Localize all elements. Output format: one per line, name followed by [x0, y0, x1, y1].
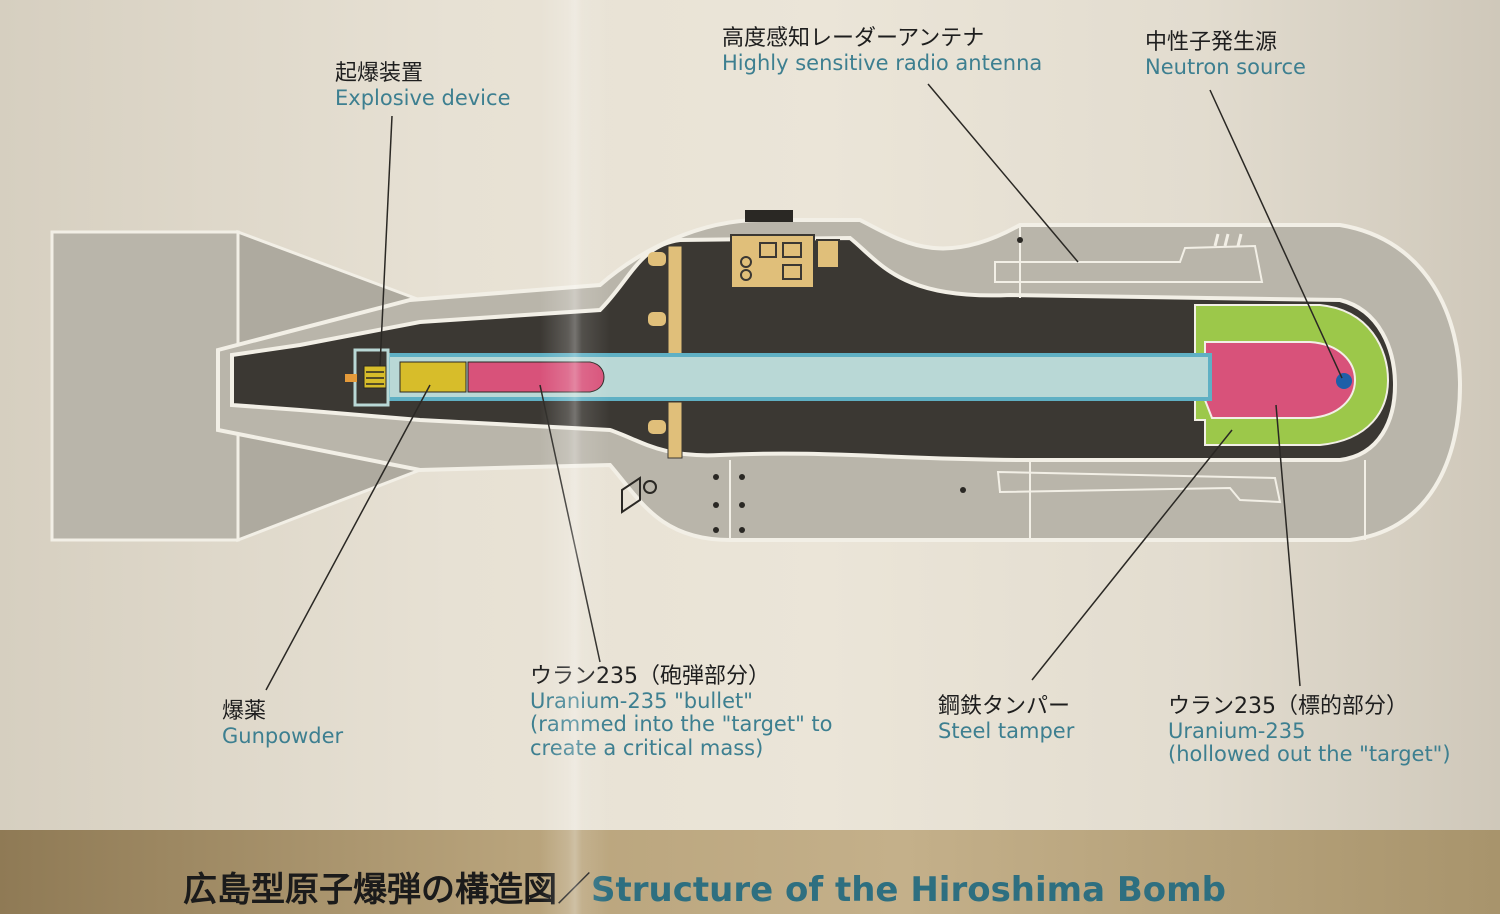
label-ja: 起爆装置	[335, 61, 424, 86]
antenna-lower	[996, 470, 1282, 504]
bulkhead-upper	[667, 245, 683, 357]
leader-target	[1275, 404, 1301, 687]
label-en-line1: Uranium-235	[1168, 718, 1306, 743]
igniter-coil	[366, 371, 384, 385]
label-gunpowder: 爆薬 Gunpowder	[222, 699, 344, 748]
uranium-bullet	[467, 361, 605, 393]
bolt	[648, 252, 666, 266]
bolt	[648, 420, 666, 434]
label-ja: 中性子発生源	[1145, 30, 1278, 55]
label-en: Steel tamper	[938, 718, 1075, 743]
label-en: Highly sensitive radio antenna	[722, 50, 1043, 75]
label-radio-antenna: 高度感知レーダーアンテナ Highly sensitive radio ante…	[722, 26, 1043, 75]
bulkhead-lower	[667, 401, 683, 459]
side-hatch-ring	[643, 480, 657, 494]
label-ja: 高度感知レーダーアンテナ	[722, 26, 985, 51]
antenna-upper	[994, 244, 1264, 283]
leader-antenna	[927, 83, 1079, 263]
gunpowder-charge	[399, 361, 467, 393]
leader-lines	[265, 83, 1343, 691]
leader-bullet	[539, 384, 601, 663]
tail-fin	[50, 230, 240, 542]
leader-explosive	[379, 115, 393, 367]
label-en-line2: (rammed into the "target" to	[530, 712, 833, 737]
radar-box-detail	[782, 264, 802, 280]
label-ja: 爆薬	[222, 699, 267, 724]
title-ja: 広島型原子爆弾の構造図	[183, 870, 557, 910]
label-en-line2: (hollowed out the "target")	[1168, 742, 1451, 767]
leader-neutron	[1209, 89, 1343, 379]
bolt	[648, 312, 666, 326]
page-title: 広島型原子爆弾の構造図／Structure of the Hiroshima B…	[183, 862, 1226, 911]
side-hatch	[621, 476, 641, 514]
title-separator: ／	[557, 870, 591, 910]
label-ja: 鋼鉄タンパー	[938, 694, 1071, 719]
uranium-target	[1204, 341, 1357, 419]
igniter-tip	[345, 374, 357, 382]
label-uranium-bullet: ウラン235（砲弾部分） Uranium-235 "bullet" (ramme…	[530, 664, 833, 760]
panel-line	[729, 225, 1366, 540]
title-en: Structure of the Hiroshima Bomb	[591, 870, 1226, 910]
leader-tamper	[1031, 429, 1233, 681]
neutron-source-dot	[1336, 373, 1352, 389]
top-sensor-plate	[745, 210, 793, 222]
radar-box-detail	[759, 242, 777, 258]
label-uranium-target: ウラン235（標的部分） Uranium-235 (hollowed out t…	[1168, 694, 1451, 767]
radar-box-detail	[782, 242, 802, 258]
label-explosive-device: 起爆装置 Explosive device	[335, 61, 511, 110]
radar-box-small	[816, 239, 840, 269]
label-neutron-source: 中性子発生源 Neutron source	[1145, 30, 1306, 79]
radar-box-detail	[740, 256, 752, 268]
label-ja: ウラン235（砲弾部分）	[530, 664, 770, 689]
label-en: Gunpowder	[222, 723, 344, 748]
leader-gunpowder	[265, 384, 431, 691]
label-en: Explosive device	[335, 85, 511, 110]
label-en: Neutron source	[1145, 54, 1306, 79]
label-steel-tamper: 鋼鉄タンパー Steel tamper	[938, 694, 1075, 743]
antenna-prongs	[1213, 233, 1243, 247]
radar-box-detail	[740, 269, 752, 281]
label-ja: ウラン235（標的部分）	[1168, 694, 1408, 719]
footer-band	[0, 830, 1500, 914]
rivets	[713, 237, 1023, 533]
label-en-line3: create a critical mass)	[530, 735, 764, 760]
label-en-line1: Uranium-235 "bullet"	[530, 688, 753, 713]
